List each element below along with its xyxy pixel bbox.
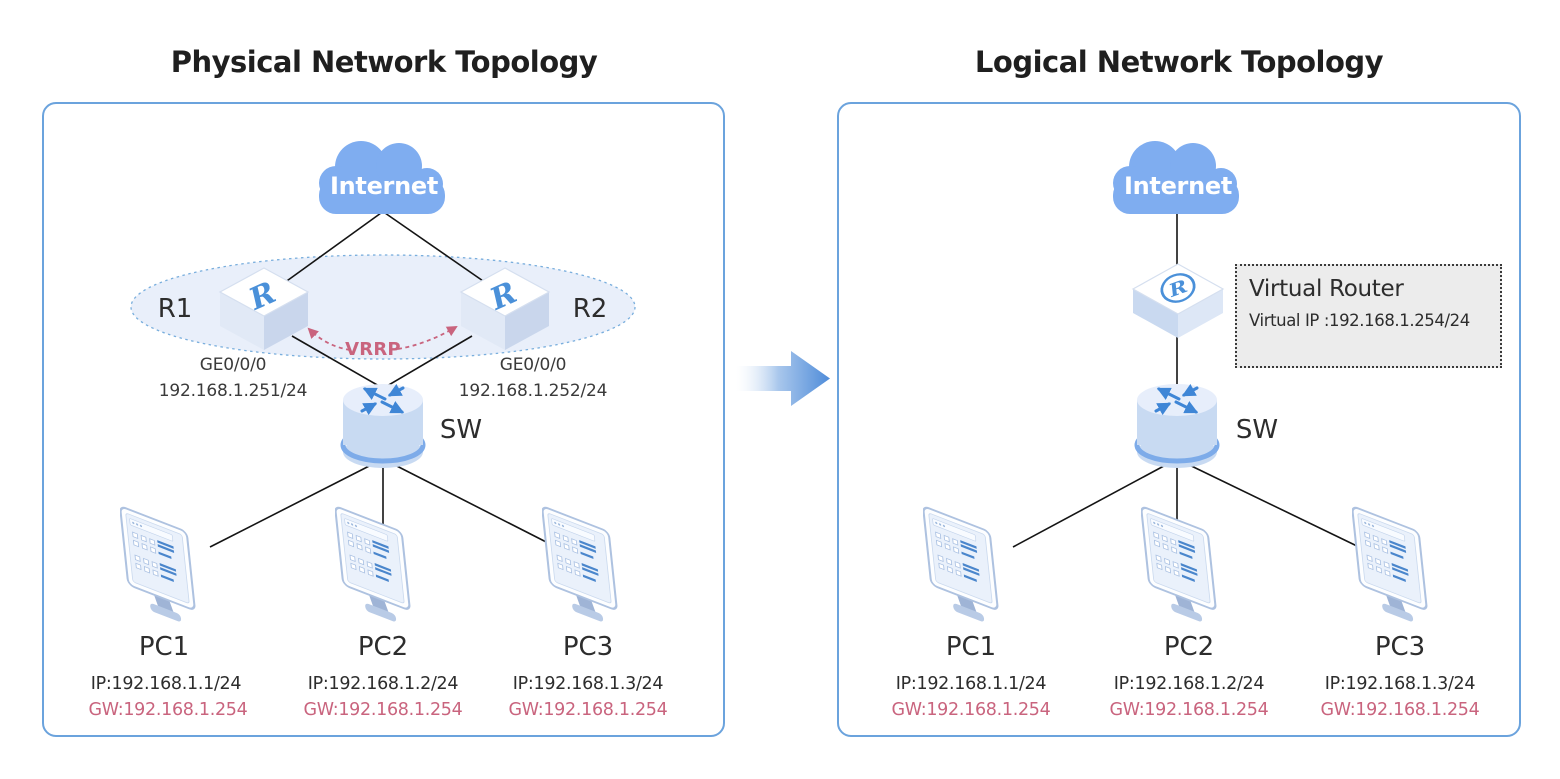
pc2-label: PC2 (357, 632, 409, 662)
virtual-router-title: Virtual Router (1249, 276, 1404, 302)
right-connection-lines (1012, 213, 1360, 548)
transform-arrow-icon (736, 351, 830, 406)
pc1-gateway-label: GW:192.168.1.254 (88, 700, 248, 720)
pc1-ip-label: IP:192.168.1.1/24 (895, 674, 1047, 694)
pc1-label: PC1 (138, 632, 190, 662)
pc2-label: PC2 (1163, 632, 1215, 662)
pc3-monitor-icon (542, 506, 619, 629)
pc3-ip-label: IP:192.168.1.3/24 (1324, 674, 1476, 694)
logical-topology-panel (837, 102, 1521, 737)
pc1-monitor-icon (923, 506, 1000, 629)
r2-interface-label: GE0/0/0 (499, 355, 567, 375)
pc1-ip-label: IP:192.168.1.1/24 (90, 674, 242, 694)
pc2-monitor-icon (1141, 506, 1218, 629)
physical-topology-title: Physical Network Topology (170, 45, 598, 79)
pc3-label: PC3 (1374, 632, 1426, 662)
pc3-gateway-label: GW:192.168.1.254 (1320, 700, 1480, 720)
pc2-ip-label: IP:192.168.1.2/24 (307, 674, 459, 694)
vrrp-label: VRRP (345, 339, 401, 360)
physical-topology-panel (42, 102, 725, 737)
switch-label: SW (439, 415, 483, 445)
pc1-monitor-icon (120, 506, 197, 629)
r2-ip-label: 192.168.1.252/24 (458, 381, 608, 401)
pc3-ip-label: IP:192.168.1.3/24 (512, 674, 664, 694)
pc1-label: PC1 (945, 632, 997, 662)
router-r1-label: R1 (157, 294, 193, 324)
vrrp-arrow-icon (307, 325, 458, 351)
switch-icon (1137, 384, 1217, 468)
r1-ip-label: 192.168.1.251/24 (158, 381, 308, 401)
left-connection-lines (209, 212, 557, 548)
router-r2-label: R2 (572, 294, 608, 324)
logical-topology-title: Logical Network Topology (974, 45, 1384, 79)
virtual-router-info-box: Virtual Router Virtual IP :192.168.1.254… (1235, 264, 1502, 368)
virtual-router-ip: Virtual IP :192.168.1.254/24 (1249, 311, 1470, 330)
pc3-gateway-label: GW:192.168.1.254 (508, 700, 668, 720)
internet-label: Internet (329, 172, 439, 200)
pc3-monitor-icon (1352, 506, 1429, 629)
internet-label: Internet (1123, 172, 1233, 200)
switch-label: SW (1235, 415, 1279, 445)
pc2-monitor-icon (335, 506, 412, 629)
virtual-router-icon (1133, 264, 1223, 338)
r1-interface-label: GE0/0/0 (199, 355, 267, 375)
pc1-gateway-label: GW:192.168.1.254 (891, 700, 1051, 720)
pc2-gateway-label: GW:192.168.1.254 (303, 700, 463, 720)
pc2-gateway-label: GW:192.168.1.254 (1109, 700, 1269, 720)
pc3-label: PC3 (562, 632, 614, 662)
switch-icon (343, 384, 423, 468)
pc2-ip-label: IP:192.168.1.2/24 (1113, 674, 1265, 694)
